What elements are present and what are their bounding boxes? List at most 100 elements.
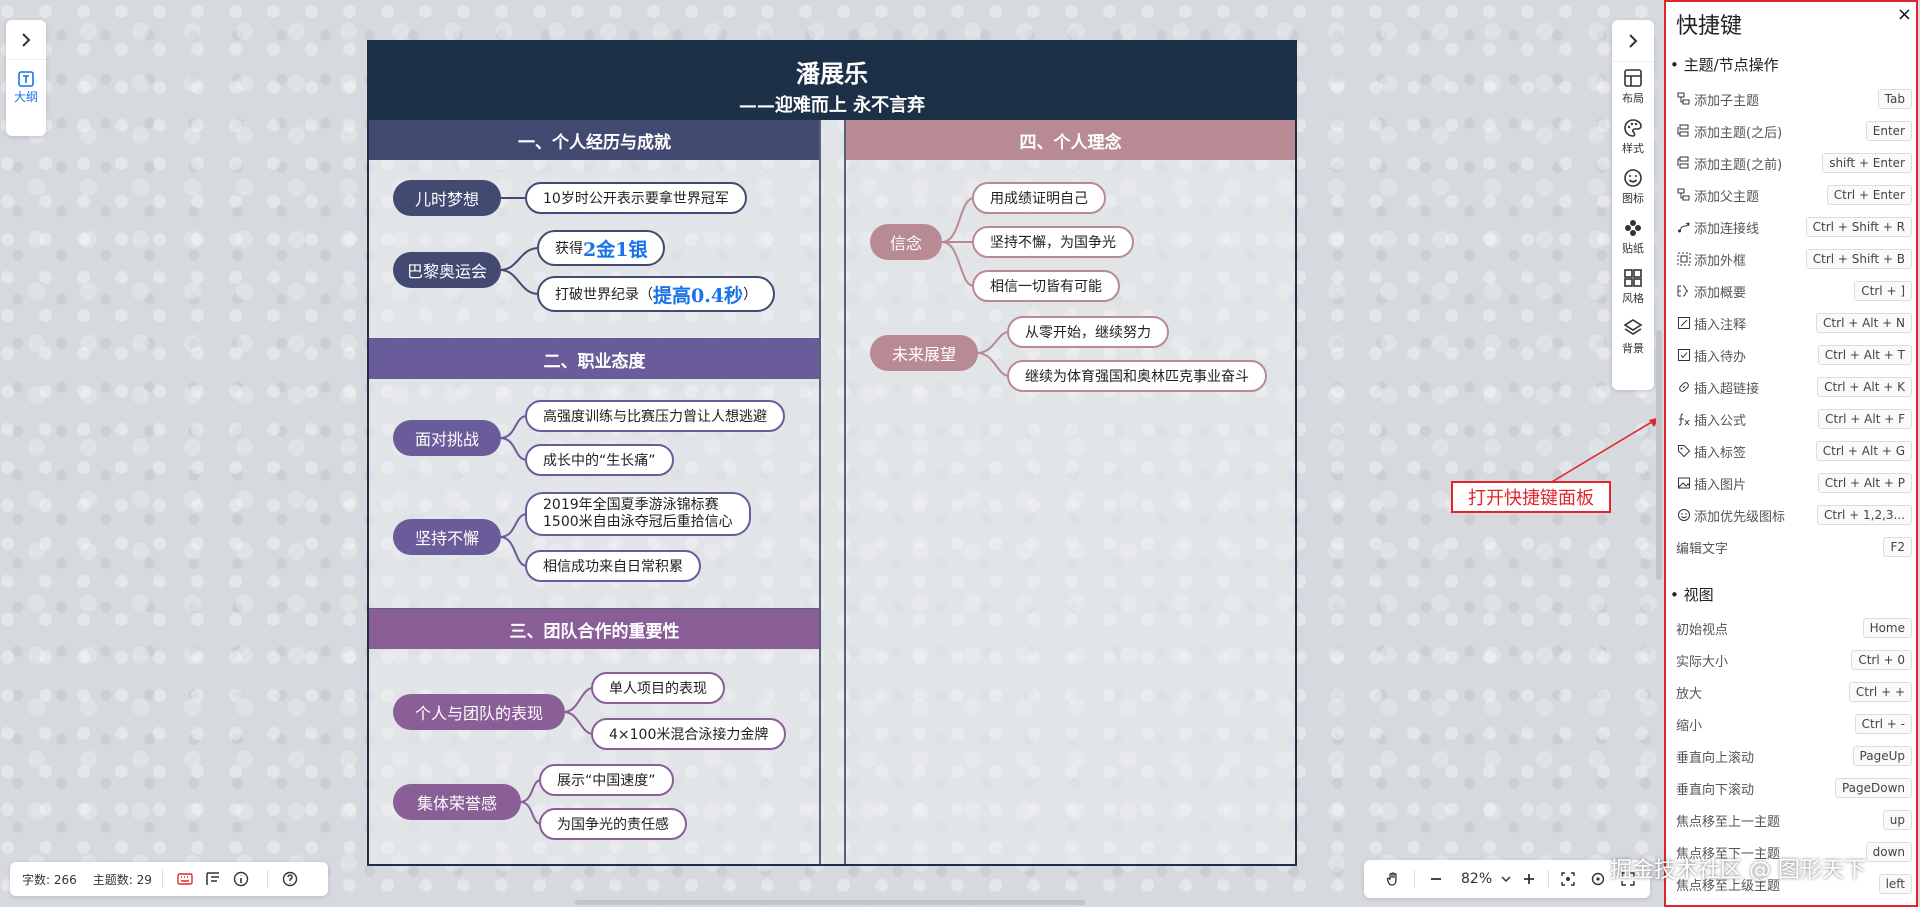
topic-honor-2[interactable]: 为国争光的责任感 [539,808,687,840]
zoom-dropdown-button[interactable] [1498,864,1514,894]
topic-belief-2[interactable]: 坚持不懈，为国争光 [972,226,1134,258]
topic-team-1[interactable]: 单人项目的表现 [591,672,725,704]
topic-shortcut-row[interactable]: 添加主题(之后)Enter [1676,118,1912,144]
zoom-level[interactable]: 82% [1461,871,1493,887]
mindmap-header[interactable]: 潘展乐 ——迎难而上 永不言弃 [369,42,1295,120]
tool-style-label: 样式 [1622,142,1644,155]
topic-paris[interactable]: 巴黎奥运会 [393,252,501,288]
topic-persist-1-line2: 1500米自由泳夺冠后重拾信心 [543,514,733,530]
topic-persist[interactable]: 坚持不懈 [393,519,501,555]
view-shortcut-label: 实际大小 [1676,654,1729,670]
topic-shortcut-label: 插入标签 [1694,445,1747,461]
expand-right-button[interactable] [1612,20,1654,62]
section-2-header[interactable]: 二、职业态度 [369,339,820,379]
vertical-scrollbar[interactable] [1656,330,1662,580]
expand-left-button[interactable] [6,20,46,60]
topic-future[interactable]: 未来展望 [870,335,978,371]
zoom-out-button[interactable] [1421,864,1451,894]
tool-style[interactable]: 样式 [1612,112,1654,162]
status-divider [266,870,268,888]
view-shortcut-row[interactable]: 初始视点 Home [1676,615,1912,641]
annotation-label: 打开快捷键面板 [1451,481,1611,513]
topic-childhood-1[interactable]: 10岁时公开表示要拿世界冠军 [525,182,747,214]
topic-shortcut-label: 添加子主题 [1694,93,1760,109]
topic-challenge[interactable]: 面对挑战 [393,420,501,456]
outline-button[interactable]: 大纲 [14,70,38,105]
section-4-header[interactable]: 四、个人理念 [846,120,1295,160]
zoom-divider [1548,870,1550,888]
topic-shortcut-row[interactable]: 插入超链接 Ctrl + Alt + K [1676,374,1912,400]
topic-shortcut-label: 添加概要 [1694,285,1747,301]
section-1-header[interactable]: 一、个人经历与成就 [369,120,820,160]
info-button[interactable] [229,867,253,891]
topic-shortcut-label: 插入超链接 [1694,381,1760,397]
help-button[interactable] [278,867,302,891]
fullscreen-button[interactable] [1613,864,1643,894]
tool-background[interactable]: 背景 [1612,312,1654,362]
topic-paris-2-text: 打破世界纪录（ [555,287,653,303]
horizontal-scrollbar[interactable] [575,900,1085,905]
topic-future-1[interactable]: 从零开始，继续努力 [1007,316,1169,348]
topic-future-2[interactable]: 继续为体育强国和奥林匹克事业奋斗 [1007,360,1267,392]
topic-challenge-1[interactable]: 高强度训练与比赛压力曾让人想逃避 [525,400,785,432]
topic-belief[interactable]: 信念 [870,224,942,260]
topic-shortcut-key: Ctrl + Shift + B [1805,249,1912,269]
topic-shortcut-label: 编辑文字 [1676,541,1729,557]
minimap-button[interactable] [201,867,225,891]
topic-shortcut-key: Ctrl + Alt + K [1817,377,1912,397]
topic-childhood[interactable]: 儿时梦想 [393,180,501,216]
topic-belief-3[interactable]: 相信一切皆有可能 [972,270,1120,302]
topic-team-2[interactable]: 4×100米混合泳接力金牌 [591,718,787,750]
status-divider [161,870,163,888]
topic-honor[interactable]: 集体荣誉感 [393,784,521,820]
topic-honor-1[interactable]: 展示“中国速度” [539,764,674,796]
shortcut-keyboard-button[interactable] [173,867,197,891]
topic-persist-2[interactable]: 相信成功来自日常积累 [525,550,701,582]
view-shortcut-label: 初始视点 [1676,622,1729,638]
image-icon [1676,475,1692,491]
tool-sticker[interactable]: 贴纸 [1612,212,1654,262]
tool-icon[interactable]: 图标 [1612,162,1654,212]
zoom-in-button[interactable] [1514,864,1544,894]
outline-icon [18,71,34,87]
topic-challenge-2[interactable]: 成长中的“生长痛” [525,444,674,476]
tool-theme[interactable]: 风格 [1612,262,1654,312]
topic-persist-1[interactable]: 2019年全国夏季游泳锦标赛 1500米自由泳夺冠后重拾信心 [525,492,751,536]
tool-layout-label: 布局 [1622,92,1644,105]
hand-tool-button[interactable] [1378,864,1408,894]
locate-center-button[interactable] [1583,864,1613,894]
section-3-header[interactable]: 三、团队合作的重要性 [369,609,820,649]
topic-shortcut-key: Ctrl + Shift + R [1805,217,1912,237]
topic-paris-2[interactable]: 打破世界纪录（提高0.4秒） [537,276,776,312]
topic-belief-1[interactable]: 用成绩证明自己 [972,182,1106,214]
topic-shortcut-row[interactable]: 添加主题(之前)shift + Enter [1676,150,1912,176]
tool-layout[interactable]: 布局 [1612,62,1654,112]
view-shortcut-label: 焦点移至下一主题 [1676,846,1781,862]
close-shortcuts-button[interactable]: × [1896,4,1912,25]
fit-view-button[interactable] [1553,864,1583,894]
topic-team[interactable]: 个人与团队的表现 [393,694,565,730]
view-shortcut-key: Home [1862,618,1912,638]
chevron-right-icon [1629,33,1638,48]
